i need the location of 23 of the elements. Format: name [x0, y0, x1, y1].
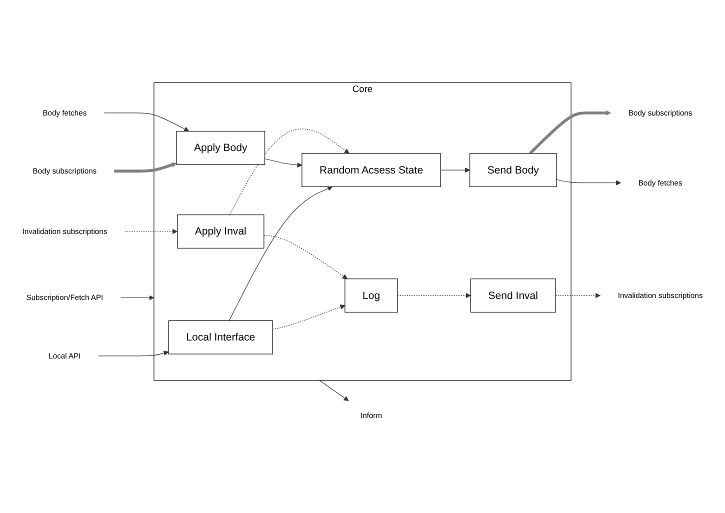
- arrow: [98, 350, 169, 356]
- node-box: Apply Body: [176, 131, 266, 166]
- arrow: [528, 110, 612, 155]
- arrow: [114, 162, 177, 173]
- arrow: [120, 295, 154, 301]
- arrow: [228, 186, 333, 322]
- arrow: [124, 229, 178, 234]
- node-box: Random Acsess State: [302, 153, 441, 188]
- arrow: [264, 235, 348, 280]
- arrow: [264, 158, 302, 168]
- node-box: Send Inval: [470, 278, 556, 313]
- arrow: [104, 112, 190, 132]
- arrow: [397, 293, 471, 298]
- arrow: [229, 128, 350, 216]
- node-box: Local Interface: [168, 320, 273, 355]
- arrow: [272, 304, 346, 330]
- arrow: [440, 168, 470, 173]
- node-box: Send Body: [470, 153, 557, 188]
- arrow: [556, 180, 622, 186]
- node-box: Log: [344, 278, 398, 313]
- node-box: Apply Inval: [177, 214, 264, 249]
- arrow: [319, 380, 349, 402]
- arrow: [555, 293, 601, 298]
